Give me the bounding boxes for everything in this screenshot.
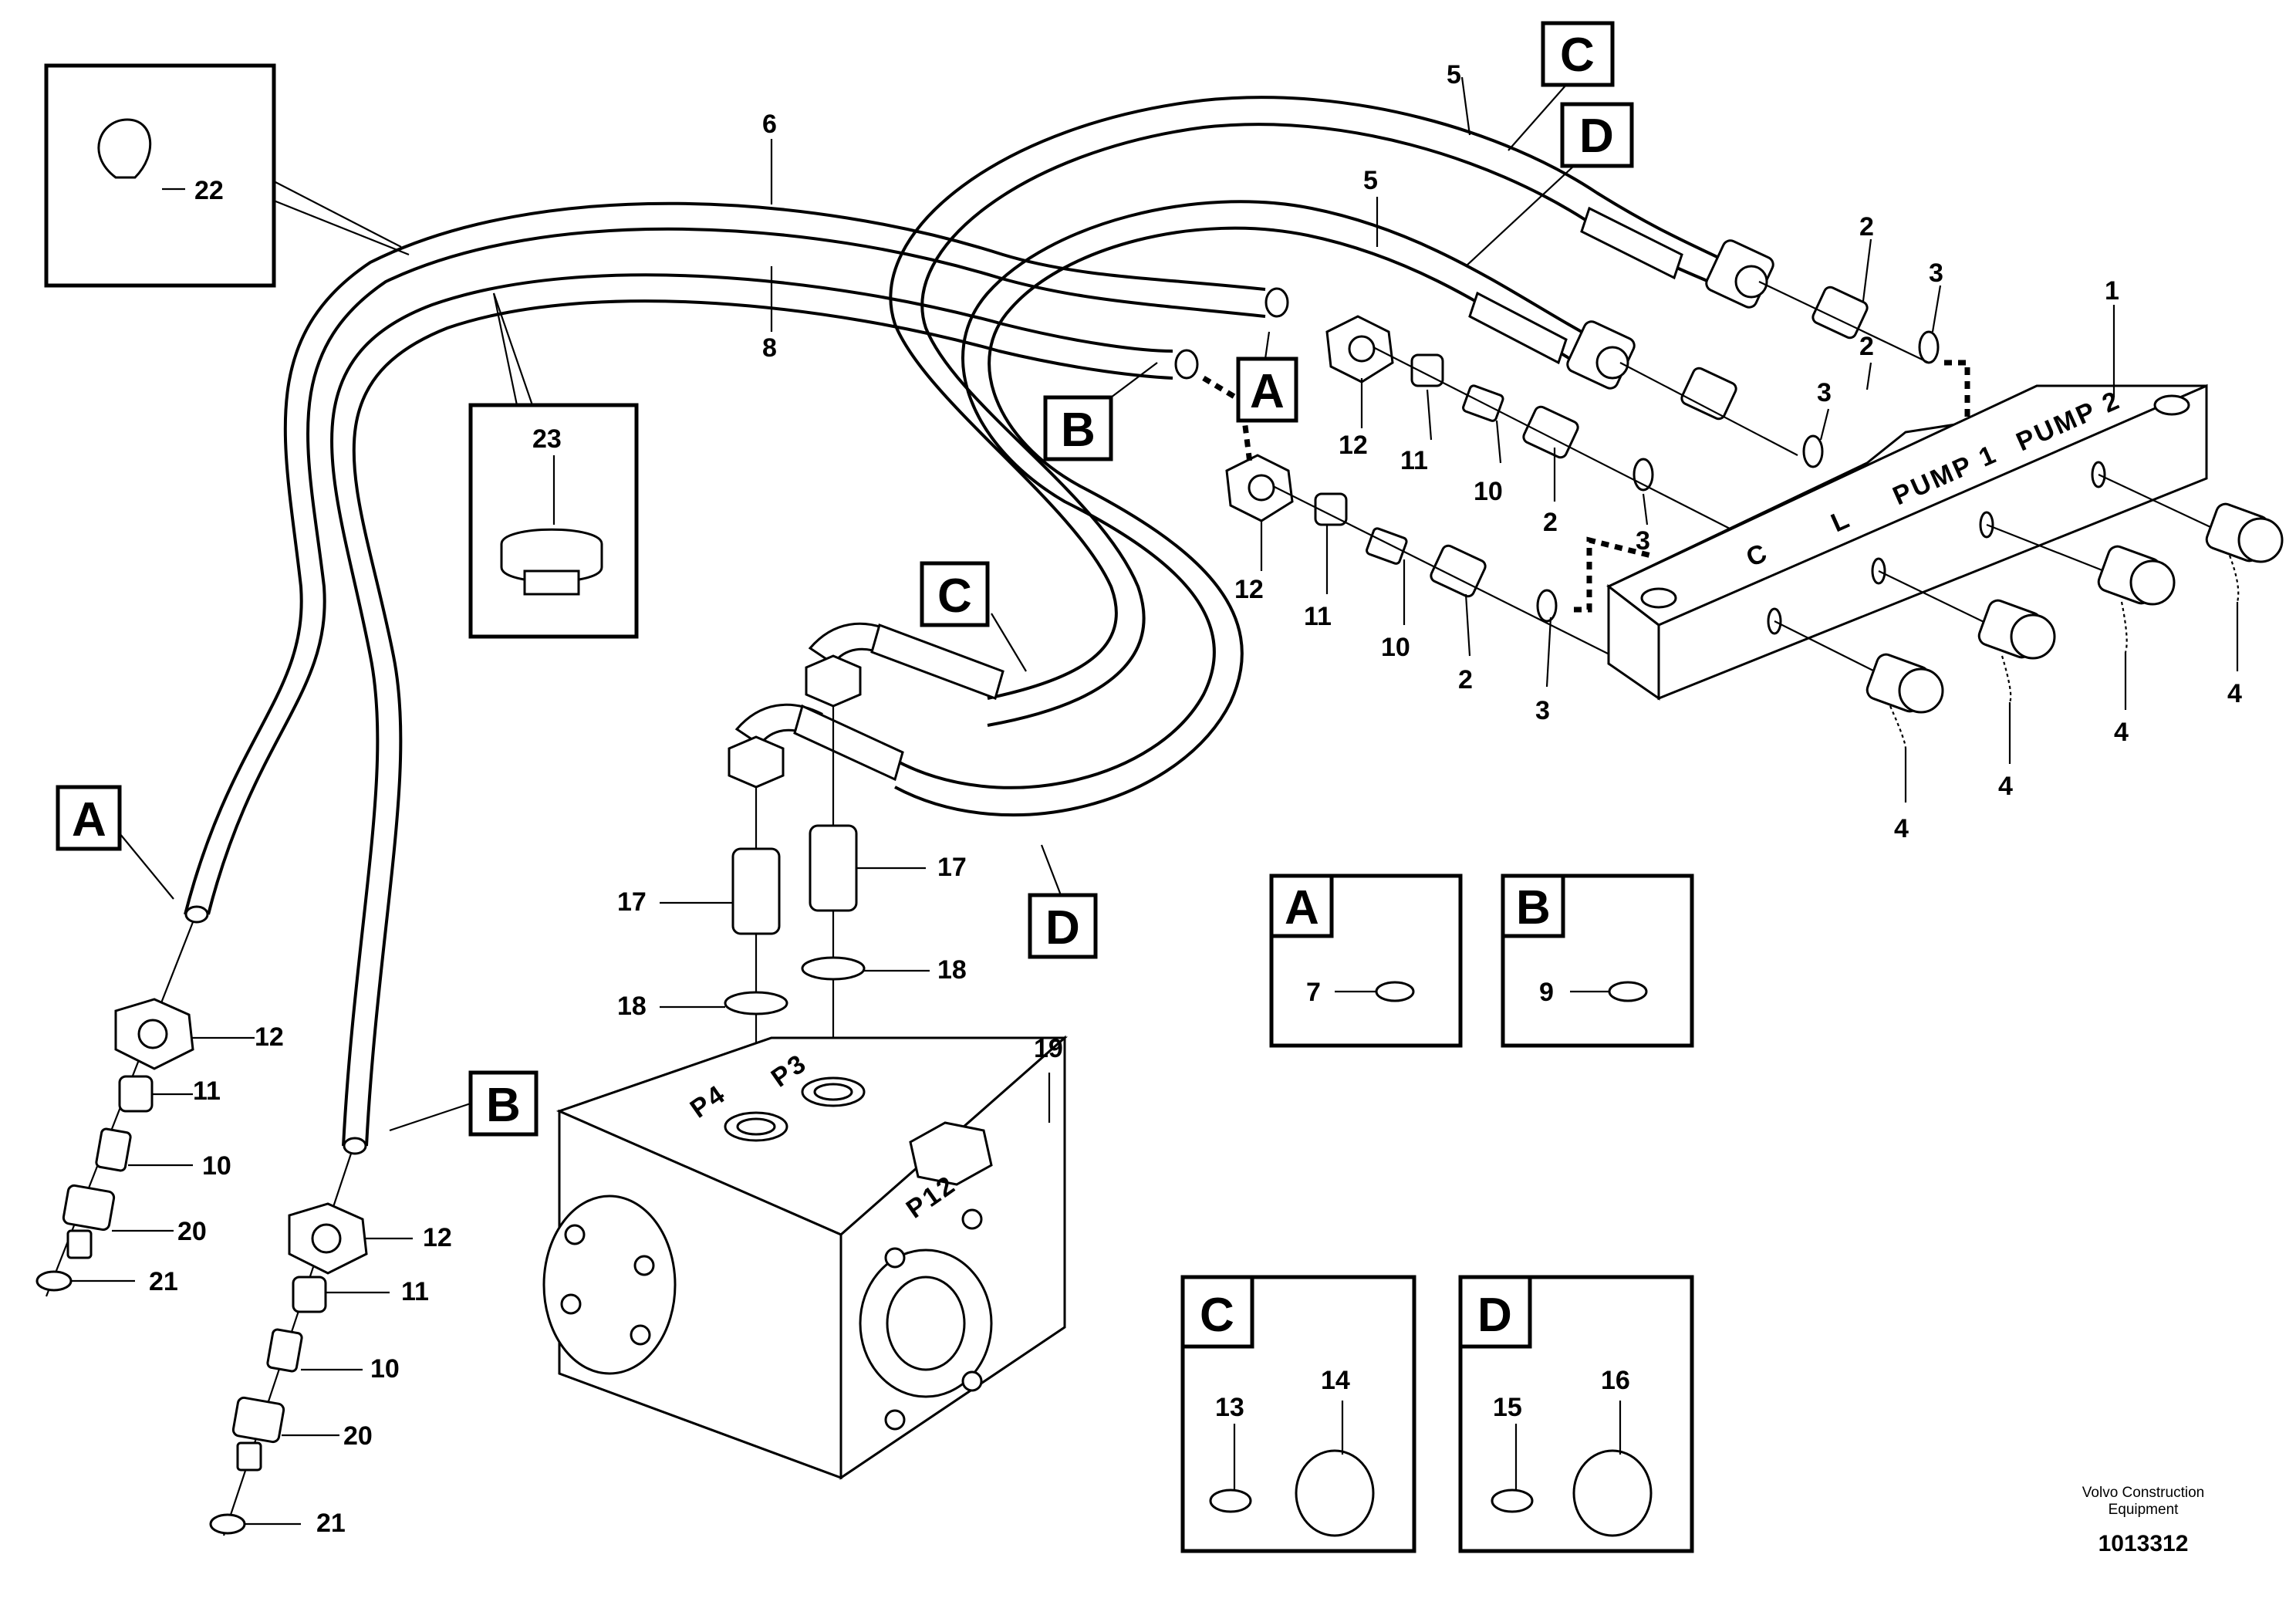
label-17-right: 17 [937,853,967,882]
label-1: 1 [2105,276,2119,306]
hose-group [184,96,1729,1155]
label-21-left-b: 21 [316,1509,346,1538]
manifold-block: C L PUMP 1 PUMP 2 [1606,384,2208,701]
label-7: 7 [1306,978,1321,1007]
ref-letter-c-top: C [1560,29,1595,82]
label-3-lower-a: 3 [1636,526,1650,556]
label-5-upper: 5 [1447,60,1461,90]
footer-drawing-number: 1013312 [2098,1531,2189,1556]
detail-box-b [1501,874,1694,1048]
detail-letter-d: D [1477,1289,1512,1342]
label-4-a: 4 [1894,814,1909,843]
ref-letter-d-top: D [1579,110,1614,163]
test-points [1774,474,2284,749]
label-8: 8 [762,333,777,363]
ref-letter-b-top: B [1061,404,1096,457]
detail-letter-b: B [1516,881,1551,934]
footer-dept: Equipment [2109,1502,2180,1518]
label-22: 22 [194,176,224,205]
left-fittings-a [35,921,194,1297]
left-fittings-b [209,1153,368,1536]
valve-block: P4 P3 P12 [542,1035,1068,1480]
label-20-left-b: 20 [343,1421,373,1451]
ref-letter-c-mid: C [937,569,972,623]
label-10-right-bot: 10 [1381,633,1410,662]
label-21-left-a: 21 [149,1267,178,1296]
part-number-labels: 22 23 6 8 5 5 1 2 3 2 3 12 11 10 2 3 12 … [149,60,2242,1538]
detail-letter-a: A [1285,881,1319,934]
label-16: 16 [1601,1366,1630,1395]
label-20-left-a: 20 [177,1217,207,1246]
label-3-mid: 3 [1817,378,1832,407]
elbow-fittings [724,622,1004,1127]
label-2-top: 2 [1859,212,1874,242]
detail-box-a [1269,874,1463,1048]
label-11-right-top: 11 [1400,446,1428,475]
label-3-lower-b: 3 [1535,696,1550,725]
label-4-b: 4 [1998,772,2013,801]
label-9: 9 [1539,978,1554,1007]
label-12-left-b: 12 [423,1223,452,1252]
label-5-lower: 5 [1363,166,1378,195]
label-10-left-b: 10 [370,1354,400,1384]
label-11-right-bot: 11 [1304,602,1332,631]
label-6: 6 [762,110,777,139]
label-18-left: 18 [617,992,647,1021]
label-10-left-a: 10 [202,1151,231,1181]
label-2-lower-a: 2 [1543,508,1558,537]
detail-letter-c: C [1200,1289,1234,1342]
ref-letter-a-left: A [72,793,106,846]
label-14: 14 [1321,1366,1350,1395]
label-2-mid: 2 [1859,332,1874,361]
ref-letter-d-mid: D [1045,901,1080,955]
label-17-left: 17 [617,887,647,917]
label-23: 23 [532,424,562,454]
footer-company: Volvo Construction [2082,1485,2204,1501]
label-11-left-b: 11 [401,1277,429,1306]
footer: Volvo Construction Equipment 1013312 [2082,1485,2204,1556]
label-3-top: 3 [1929,259,1943,288]
detail-box-c [1180,1275,1416,1553]
label-19: 19 [1034,1034,1063,1063]
label-11-left-a: 11 [193,1076,221,1106]
label-10-right-top: 10 [1474,477,1503,506]
label-13: 13 [1215,1393,1244,1422]
label-4-d: 4 [2227,679,2242,708]
ref-letter-b-left: B [486,1079,521,1132]
label-4-c: 4 [2114,718,2129,747]
detail-box-d [1458,1275,1694,1553]
detail-box-22 [44,63,410,288]
label-15: 15 [1493,1393,1522,1422]
label-12-right-bot: 12 [1234,575,1264,604]
ref-letters: C D A B C D A B A B C D [72,29,1614,1342]
label-18-right: 18 [937,955,967,985]
detail-box-23 [468,292,639,639]
label-2-lower-b: 2 [1458,665,1473,694]
ref-letter-a-top: A [1250,365,1285,418]
ref-boxes [56,21,1634,1137]
label-12-right-top: 12 [1339,431,1368,460]
label-12-left-a: 12 [255,1022,284,1052]
leader-lines [71,76,2239,1526]
